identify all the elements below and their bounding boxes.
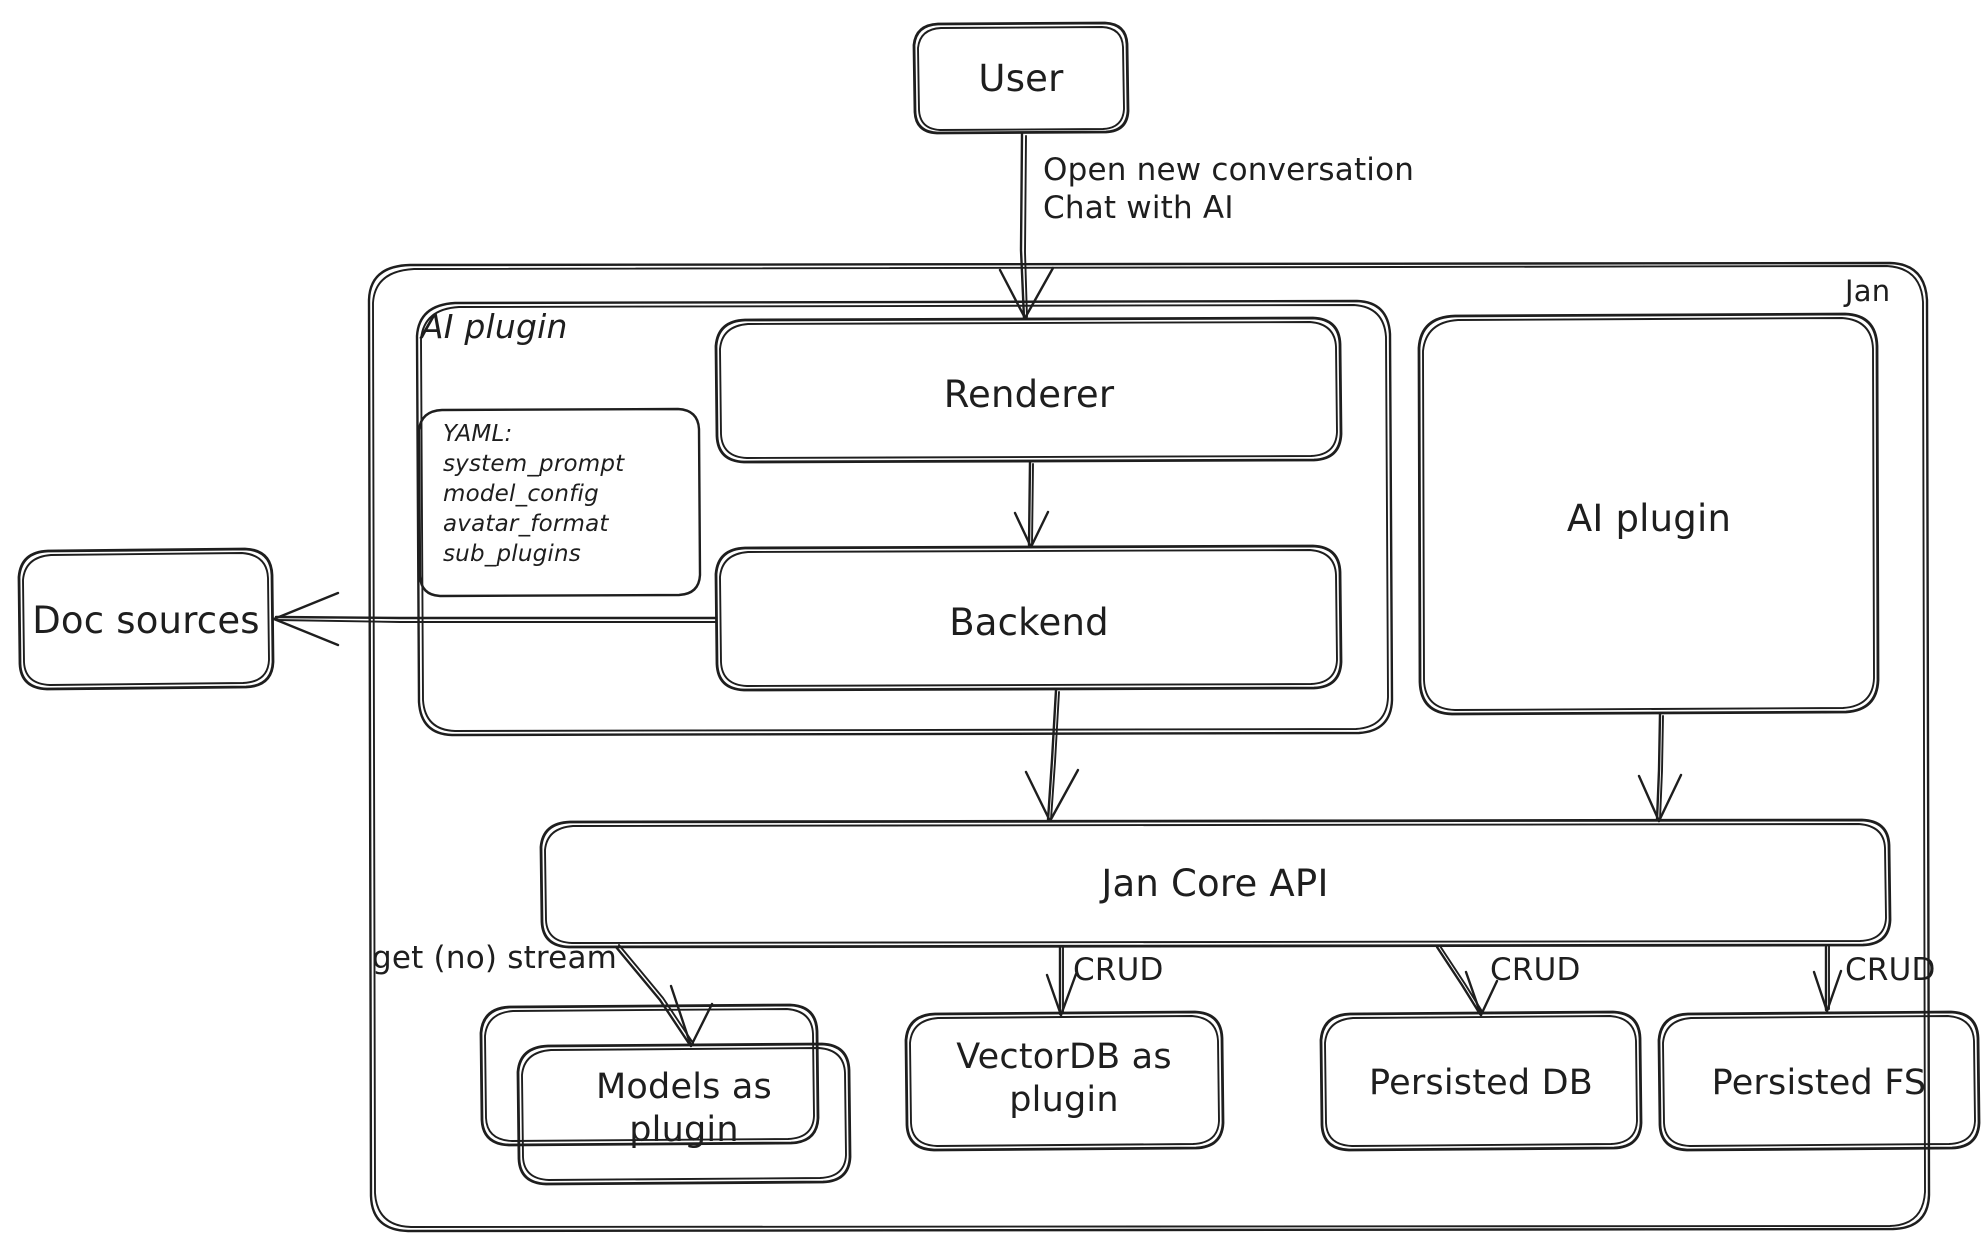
node-doc-sources-shape [17,547,275,691]
edge-ai-plugin-to-core [1637,712,1683,823]
edge-label-get-no-stream: get (no) stream [372,940,618,976]
edge-user-to-renderer [998,132,1055,320]
node-user-shape [912,21,1130,135]
node-label-user[interactable]: User [978,57,1064,100]
node-models-as-plugin-back-shape [479,1003,820,1147]
yaml-card-item-2: avatar_format [443,510,609,537]
yaml-card-shape [417,407,702,598]
edge-core-to-vectordb [1045,945,1078,1017]
edge-label-user-to-renderer: Open new conversation Chat with AI [1043,152,1415,226]
node-label-backend[interactable]: Backend [949,601,1109,644]
edge-backend-to-doc-sources [272,591,718,647]
node-backend-shape [714,544,1343,692]
yaml-card-item-1: model_config [443,480,599,507]
yaml-card-item-3: sub_plugins [443,540,581,567]
edge-backend-to-core [1024,688,1080,823]
edge-core-to-persisted-fs [1812,945,1843,1013]
node-jan-core-api-shape [539,818,1892,949]
edge-label-crud-vectordb: CRUD [1073,952,1164,988]
edge-core-to-models [614,944,714,1048]
node-label-persisted-db[interactable]: Persisted DB [1369,1063,1593,1103]
node-persisted-fs-shape [1657,1010,1981,1152]
node-label-ai-plugin-right[interactable]: AI plugin [1566,497,1732,540]
group-label-jan: Jan [1845,274,1891,308]
edge-label-crud-persisted-fs: CRUD [1845,952,1936,988]
yaml-card-item-0: system_prompt [443,450,625,477]
node-renderer-shape [714,316,1343,464]
node-models-as-plugin-front-shape [516,1042,852,1186]
group-label-ai-plugin: AI plugin [421,307,568,346]
edge-core-to-persisted-db [1435,945,1499,1017]
node-ai-plugin-right-shape [1417,312,1880,716]
node-label-jan-core-api[interactable]: Jan Core API [1101,862,1329,905]
group-jan-border [367,261,1931,1233]
edge-renderer-to-backend [1013,460,1050,549]
node-label-vectordb-as-plugin[interactable]: VectorDB as plugin [956,1037,1172,1120]
yaml-card-header: YAML: [443,421,513,447]
yaml-card: YAML: system_prompt model_config avatar_… [443,420,624,569]
node-label-renderer[interactable]: Renderer [943,373,1115,416]
group-ai-plugin-border [415,299,1394,737]
node-vectordb-as-plugin-shape [904,1010,1225,1152]
node-label-doc-sources[interactable]: Doc sources [32,599,260,642]
node-label-models-as-plugin[interactable]: Models as plugin [596,1067,772,1150]
edge-label-crud-persisted-db: CRUD [1490,952,1581,988]
node-label-persisted-fs[interactable]: Persisted FS [1711,1063,1927,1103]
node-persisted-db-shape [1319,1010,1643,1152]
